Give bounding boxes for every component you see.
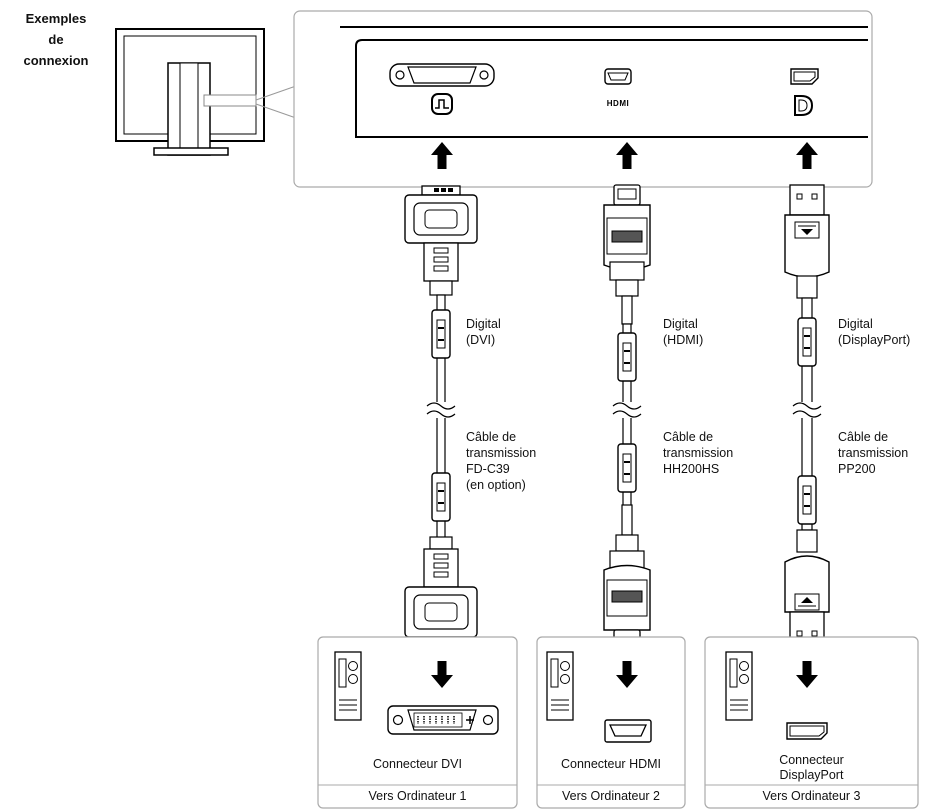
dvi-computer-port-icon (387, 705, 499, 735)
displayport-cable-label: Câble de transmission PP200 (838, 429, 908, 477)
displayport-port-icon (790, 68, 819, 85)
dvi-signal-line-2: (DVI) (466, 333, 496, 347)
dvi-connector-caption: Connecteur DVI (318, 757, 517, 772)
monitor-port-panel (293, 10, 873, 188)
hdmi-signal-line-1: Digital (663, 317, 698, 331)
dvi-cable (404, 185, 478, 638)
displayport-logo-icon (794, 95, 814, 116)
heading-line-3: connexion (23, 53, 89, 68)
dvi-cable-line-4: (en option) (466, 478, 526, 492)
dvi-cable-line-2: transmission (466, 446, 537, 460)
displayport-cable-line-3: PP200 (838, 462, 876, 476)
diagram-heading: Exemples de connexion (0, 8, 112, 71)
dvi-signal-line-1: Digital (466, 317, 501, 331)
hdmi-cable-line-1: Câble de (663, 430, 714, 444)
hdmi-signal-line-2: (HDMI) (663, 333, 704, 347)
hdmi-port-icon (604, 68, 632, 85)
dvi-port-icon (389, 63, 495, 87)
dvi-cable-line-1: Câble de (466, 430, 517, 444)
displayport-connector-caption: Connecteur DisplayPort (705, 753, 918, 783)
hdmi-signal-label: Digital (HDMI) (663, 316, 703, 348)
dvi-connector-line-1: Connecteur DVI (373, 757, 462, 771)
displayport-connector-line-1: Connecteur (779, 753, 844, 767)
displayport-cable-line-1: Câble de (838, 430, 889, 444)
heading-line-2: de (48, 32, 64, 47)
displayport-signal-line-1: Digital (838, 317, 873, 331)
displayport-signal-line-2: (DisplayPort) (838, 333, 911, 347)
computer-2-caption: Vers Ordinateur 2 (562, 789, 660, 803)
digital-signal-icon (431, 93, 453, 115)
dvi-cable-label: Câble de transmission FD-C39 (en option) (466, 429, 536, 493)
displayport-signal-label: Digital (DisplayPort) (838, 316, 910, 348)
heading-line-1: Exemples (25, 11, 87, 26)
hdmi-cable-line-2: transmission (663, 446, 734, 460)
hdmi-connector-caption: Connecteur HDMI (537, 757, 685, 772)
displayport-computer-port-icon (786, 722, 828, 740)
computer-1-caption: Vers Ordinateur 1 (368, 789, 467, 803)
displayport-cable (784, 184, 830, 643)
hdmi-computer-port-icon (604, 719, 652, 743)
hdmi-cable (603, 184, 651, 647)
hdmi-cable-label: Câble de transmission HH200HS (663, 429, 733, 477)
monitor-thumbnail (115, 28, 297, 156)
computer-3-caption: Vers Ordinateur 3 (762, 789, 861, 803)
hdmi-logo-text: HDMI (607, 99, 629, 108)
dvi-signal-label: Digital (DVI) (466, 316, 501, 348)
displayport-connector-line-2: DisplayPort (779, 768, 844, 782)
dvi-cable-line-3: FD-C39 (466, 462, 510, 476)
hdmi-connector-line-1: Connecteur HDMI (560, 757, 662, 771)
hdmi-cable-line-3: HH200HS (663, 462, 720, 476)
displayport-cable-line-2: transmission (838, 446, 909, 460)
